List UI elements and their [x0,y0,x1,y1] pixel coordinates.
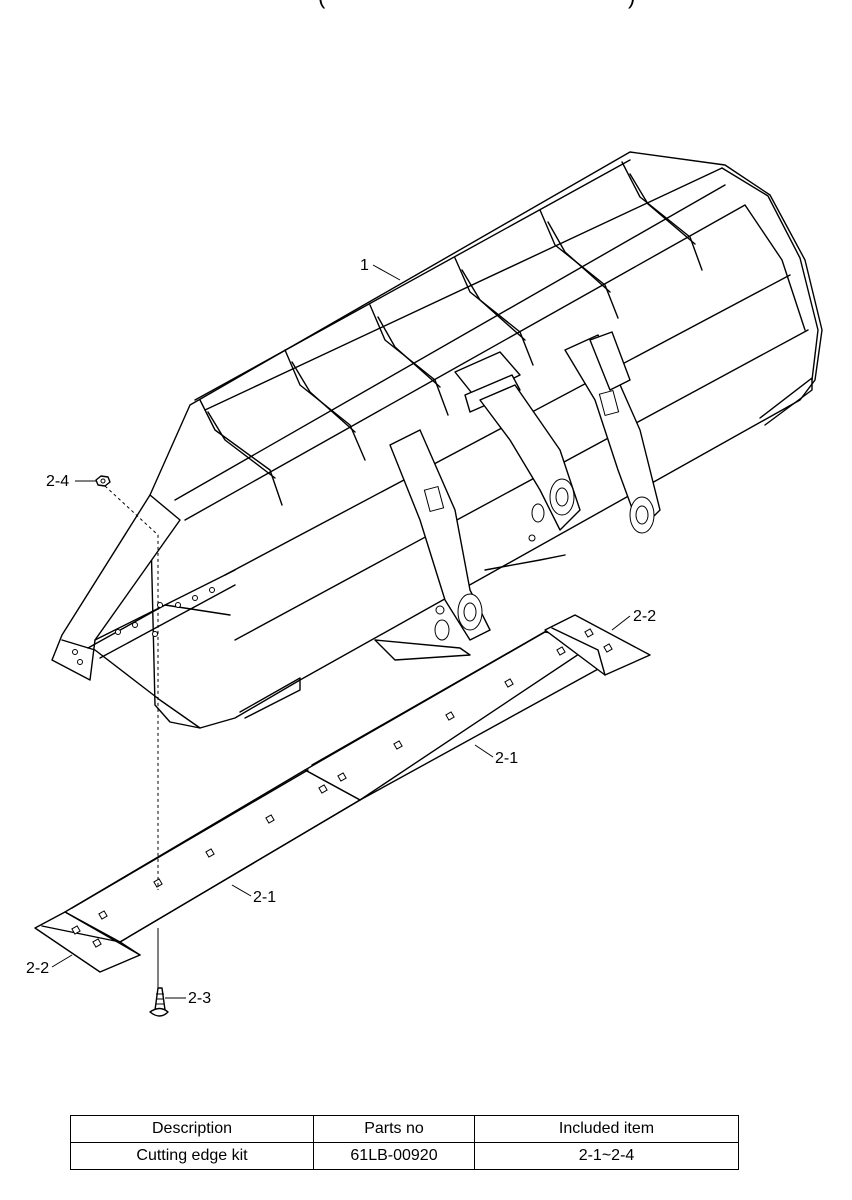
callout-2-2-upper: 2-2 [633,608,656,625]
callout-2-1-upper: 2-1 [495,750,518,767]
corner-edge-lower [34,911,141,973]
bucket [51,151,823,729]
cropped-header-left-paren: ( [318,0,325,8]
table-cell: 61LB-00920 [313,1142,475,1170]
parts-table: Description Parts no Included item Cutti… [70,1115,739,1170]
callouts: 1 2-4 2-2 2-1 2-1 2-2 2-3 [26,257,656,1007]
cropped-header: ( ) [0,0,852,16]
table-header-cell: Parts no [313,1115,475,1143]
table-row: Cutting edge kit 61LB-00920 2-1~2-4 [70,1142,739,1170]
table-header-cell: Description [70,1115,314,1143]
corner-edge-upper [544,614,651,676]
callout-2-3: 2-3 [188,990,211,1007]
hex-nut [95,475,111,487]
mounting-bolt [149,987,169,1017]
callout-1: 1 [360,257,369,274]
callout-2-4: 2-4 [46,473,69,490]
bucket-exploded-diagram: 1 2-4 2-2 2-1 2-1 2-2 2-3 [26,151,823,1017]
cropped-header-right-paren: ) [628,0,635,8]
table-header-row: Description Parts no Included item [70,1115,739,1143]
table-cell: 2-1~2-4 [474,1142,739,1170]
callout-2-2-lower: 2-2 [26,960,49,977]
cutting-edge-lower [64,769,361,943]
bolt-axis-line [104,485,159,890]
table-cell: Cutting edge kit [70,1142,314,1170]
callout-2-1-lower: 2-1 [253,889,276,906]
table-header-cell: Included item [474,1115,739,1143]
